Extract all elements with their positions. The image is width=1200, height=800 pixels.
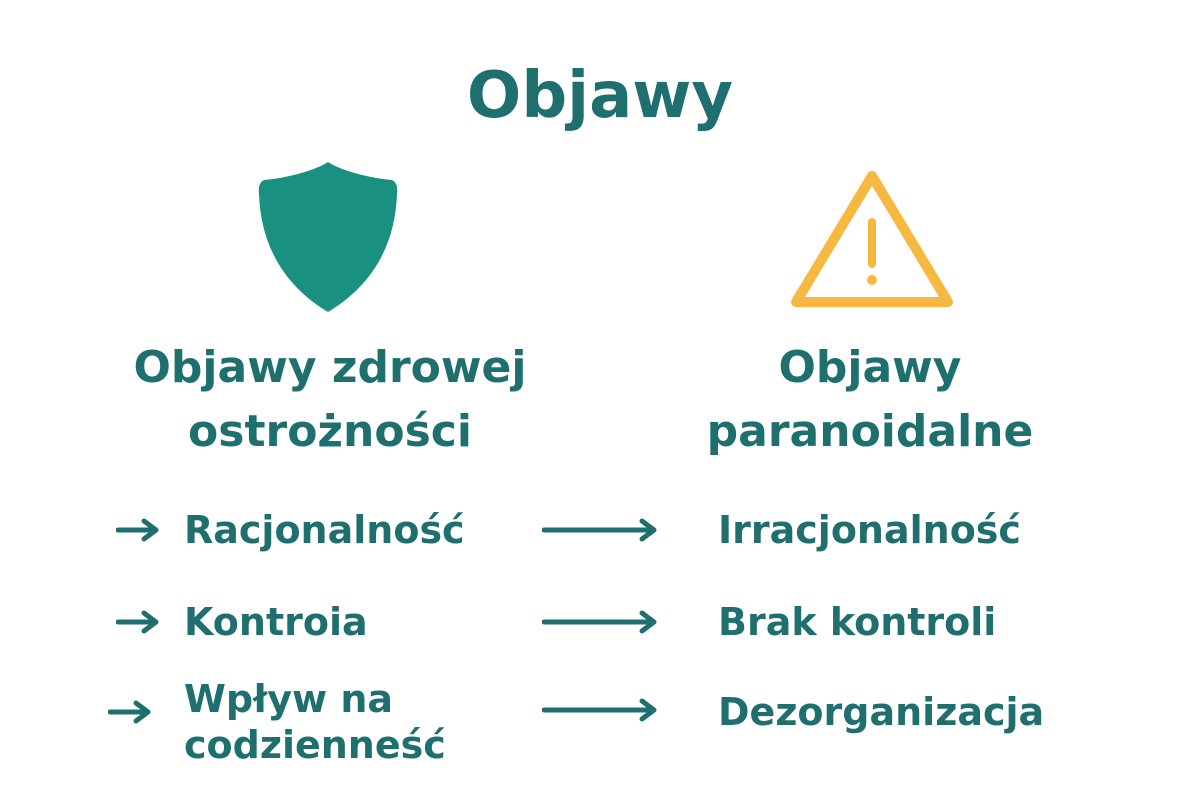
shield-icon [258, 162, 398, 312]
arrow-right-icon [108, 700, 151, 724]
heading-paranoid: Objawy paranoidalne [650, 336, 1090, 464]
item-line: Brak kontroli [718, 600, 997, 644]
left-item-daily-impact: Wpływ na codzienneść [184, 676, 446, 768]
warning-icon [791, 171, 953, 307]
right-item-disorganization: Dezorganizacja [718, 690, 1044, 734]
item-line: Kontroia [184, 600, 368, 644]
item-line: codzienneść [184, 723, 446, 767]
heading-line: ostrożności [188, 406, 472, 457]
left-item-rationality: Racjonalność [184, 508, 465, 552]
item-line: Wpływ na [184, 677, 394, 721]
right-item-irrationality: Irracjonalność [718, 508, 1021, 552]
item-line: Racjonalność [184, 508, 465, 552]
arrow-right-icon [116, 518, 159, 542]
left-item-control: Kontroia [184, 600, 368, 644]
long-arrow-right-icon [542, 518, 657, 542]
heading-line: paranoidalne [706, 406, 1034, 457]
heading-line: Objawy [778, 342, 962, 393]
long-arrow-right-icon [542, 610, 657, 634]
long-arrow-right-icon [542, 698, 657, 722]
right-item-no-control: Brak kontroli [718, 600, 996, 644]
page-title: Objawy [466, 59, 734, 133]
heading-healthy-caution: Objawy zdrowej ostrożności [90, 336, 570, 464]
heading-line: Objawy zdrowej [133, 342, 527, 393]
item-line: Irracjonalność [718, 508, 1021, 552]
item-line: Dezorganizacja [718, 690, 1045, 734]
arrow-right-icon [116, 610, 159, 634]
